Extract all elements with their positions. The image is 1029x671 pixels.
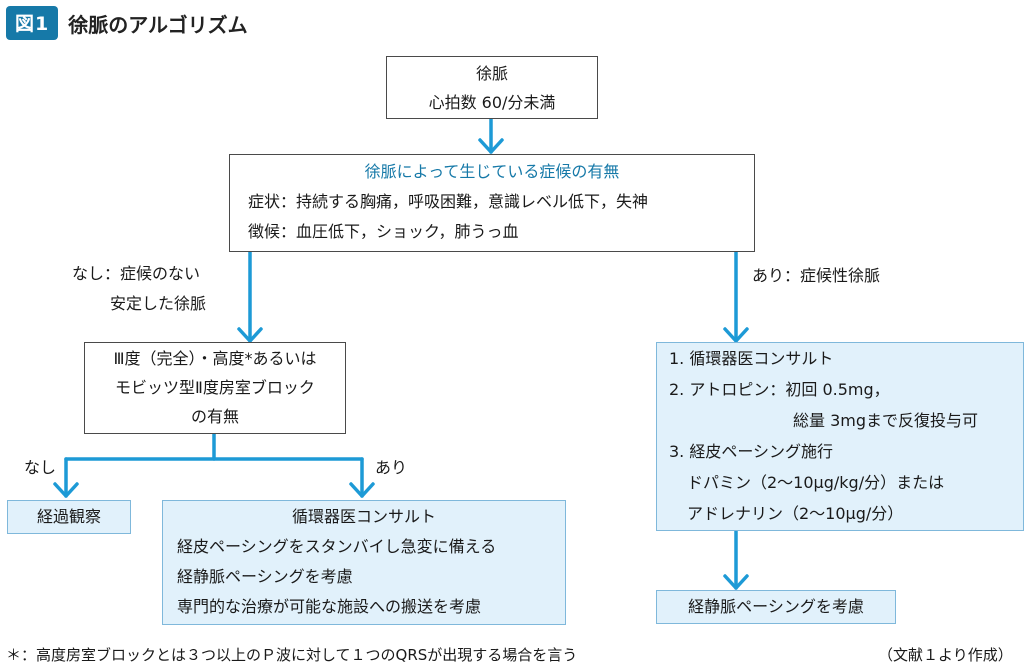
node-treat-line1: 1. 循環器医コンサルト xyxy=(669,349,834,368)
node-consult-line2: 経皮ペーシングをスタンバイし急変に備える xyxy=(177,537,497,556)
node-start-line2: 心拍数 60/分未満 xyxy=(428,93,556,112)
edge-block-yes: あり xyxy=(375,458,408,477)
source-citation: （文献１より作成） xyxy=(878,646,1013,664)
node-block-line2: モビッツ型Ⅱ度房室ブロック xyxy=(115,378,315,397)
node-consult-line4: 専門的な治療が可能な施設への搬送を考慮 xyxy=(177,597,482,616)
arrowhead-treat-to-transvenous xyxy=(723,574,749,590)
edge-no-symptoms-line1: なし：症候のない xyxy=(72,264,201,283)
figure-title: 徐脈のアルゴリズム xyxy=(68,12,248,37)
node-treat-line4: 3. 経皮ペーシング施行 xyxy=(669,442,834,461)
arrowhead-symptom-to-treat xyxy=(723,327,749,343)
edge-no-symptoms-line2: 安定した徐脈 xyxy=(110,294,207,313)
node-transvenous: 経静脈ペーシングを考慮 xyxy=(656,590,896,624)
node-symptom-check: 徐脈によって生じている症候の有無 症状：持続する胸痛，呼吸困難，意識レベル低下，… xyxy=(229,154,755,252)
node-block-check: Ⅲ度（完全）・高度*あるいは モビッツ型Ⅱ度房室ブロック の有無 xyxy=(84,342,346,434)
arrowhead-start-to-symptom xyxy=(478,138,504,154)
node-treatment: 1. 循環器医コンサルト 2. アトロピン：初回 0.5mg， 総量 3mgまで… xyxy=(656,342,1024,531)
node-treat-line3: 総量 3mgまで反復投与可 xyxy=(793,411,979,430)
arrowhead-block-to-consult xyxy=(349,482,375,498)
figure-header: 図1 徐脈のアルゴリズム xyxy=(6,6,248,40)
node-symptom-line2: 徴候：血圧低下，ショック，肺うっ血 xyxy=(248,222,519,241)
node-observe: 経過観察 xyxy=(7,500,131,534)
node-symptom-heading: 徐脈によって生じている症候の有無 xyxy=(364,162,620,181)
node-block-line1: Ⅲ度（完全）・高度*あるいは xyxy=(113,349,317,368)
node-treat-line2: 2. アトロピン：初回 0.5mg， xyxy=(669,380,890,399)
node-block-line3: の有無 xyxy=(190,407,239,426)
footnote: ＊：高度房室ブロックとは３つ以上のＰ波に対して１つのQRSが出現する場合を言う xyxy=(6,646,578,664)
node-observe-label: 経過観察 xyxy=(36,507,101,526)
edge-symptomatic: あり：症候性徐脈 xyxy=(752,266,881,285)
node-start: 徐脈 心拍数 60/分未満 xyxy=(386,56,598,119)
node-consult-line3: 経静脈ペーシングを考慮 xyxy=(177,567,353,586)
arrowhead-block-to-observe xyxy=(53,482,79,498)
node-consult-line1: 循環器医コンサルト xyxy=(291,507,436,526)
node-consult-prepare: 循環器医コンサルト 経皮ペーシングをスタンバイし急変に備える 経静脈ペーシングを… xyxy=(162,500,566,625)
edge-block-no: なし xyxy=(24,458,57,477)
node-transvenous-label: 経静脈ペーシングを考慮 xyxy=(688,597,864,616)
node-treat-line6: アドレナリン（2〜10μg/分） xyxy=(687,504,904,523)
arrowhead-symptom-to-block xyxy=(237,327,263,343)
node-start-line1: 徐脈 xyxy=(475,64,508,83)
figure-badge: 図1 xyxy=(6,6,59,40)
node-treat-line5: ドパミン（2〜10μg/kg/分）または xyxy=(687,473,945,492)
node-symptom-line1: 症状：持続する胸痛，呼吸困難，意識レベル低下，失神 xyxy=(248,192,649,211)
